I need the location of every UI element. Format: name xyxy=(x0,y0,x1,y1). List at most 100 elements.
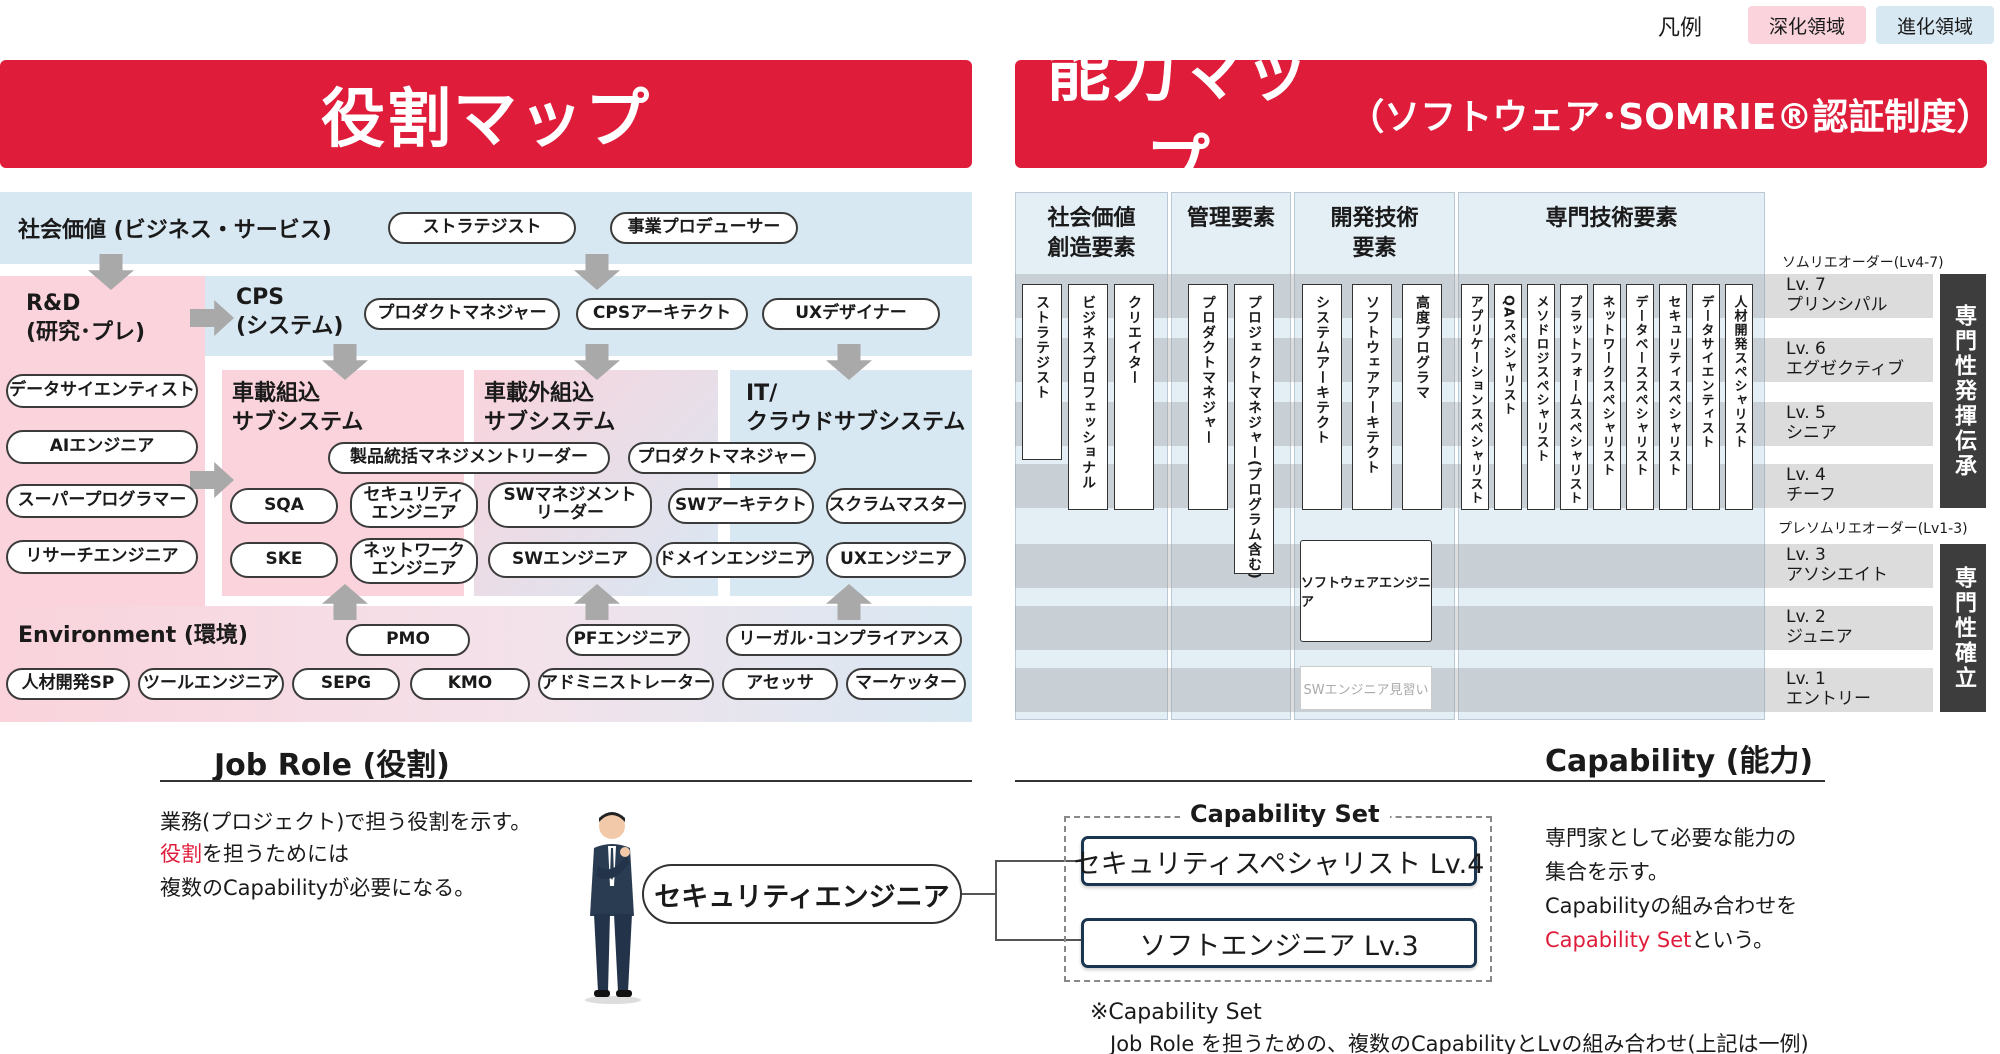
role-ske[interactable]: SKE xyxy=(230,542,338,578)
role-kmo[interactable]: KMO xyxy=(410,668,530,700)
cap-creator[interactable]: クリエイター xyxy=(1114,284,1154,510)
role-scrum-master[interactable]: スクラムマスター xyxy=(826,488,966,524)
capability-map-banner: 能力マップ （ソフトウェア･SOMRIE®認証制度） xyxy=(1015,37,1992,203)
rd-label: R&D (研究･プレ) xyxy=(26,291,146,345)
legend-deep: 深化領域 xyxy=(1748,6,1866,44)
role-marketer[interactable]: マーケッター xyxy=(846,668,966,700)
role-data-scientist[interactable]: データサイエンティスト xyxy=(6,374,198,408)
job-role-title: Job Role (役割) xyxy=(214,748,450,783)
cap-qa-specialist[interactable]: QAスペシャリスト xyxy=(1494,284,1522,510)
level-band xyxy=(1015,668,1933,712)
role-tool-engineer[interactable]: ツールエンジニア xyxy=(138,668,284,700)
cap-strategist[interactable]: ストラテジスト xyxy=(1022,284,1062,460)
header-social-value: 社会価値 創造要素 xyxy=(1047,206,1136,261)
role-ux-engineer[interactable]: UXエンジニア xyxy=(826,542,966,578)
job-role-example[interactable]: セキュリティエンジニア xyxy=(642,864,962,924)
role-legal-compliance[interactable]: リーガル･コンプライアンス xyxy=(726,624,962,656)
role-pmo[interactable]: PMO xyxy=(346,624,470,656)
social-value-label: 社会価値 (ビジネス・サービス) xyxy=(18,218,332,243)
role-map-title: 役割マップ xyxy=(321,83,651,157)
capability-map-title: 能力マップ xyxy=(1046,37,1311,203)
role-pf-engineer[interactable]: PFエンジニア xyxy=(566,624,690,656)
cap-platform-specialist[interactable]: プラットフォームスペシャリスト xyxy=(1560,284,1588,510)
role-assessor[interactable]: アセッサ xyxy=(722,668,838,700)
capability-desc-3: Capabilityの組み合わせを xyxy=(1545,894,1798,918)
header-management: 管理要素 xyxy=(1186,206,1275,231)
cap-advanced-programmer[interactable]: 高度プログラマ xyxy=(1402,284,1442,510)
it-label: IT/ クラウドサブシステム xyxy=(746,381,966,435)
role-ux-designer[interactable]: UXデザイナー xyxy=(762,298,940,330)
somri-order-upper: ソムリエオーダー(Lv4-7) xyxy=(1782,255,1944,271)
role-security-engineer[interactable]: セキュリティ エンジニア xyxy=(350,482,478,528)
role-product-manager-cps[interactable]: プロダクトマネジャー xyxy=(364,298,560,330)
role-network-engineer[interactable]: ネットワーク エンジニア xyxy=(350,538,478,584)
capability-set-item-security[interactable]: セキュリティスペシャリスト Lv.4 xyxy=(1074,836,1484,886)
cap-system-architect[interactable]: システムアーキテクト xyxy=(1302,284,1342,510)
role-map-banner: 役割マップ xyxy=(0,60,972,168)
job-role-desc-1: 業務(プロジェクト)で担う役割を示す。 xyxy=(160,810,532,834)
cap-database-specialist[interactable]: データベーススペシャリスト xyxy=(1626,284,1654,510)
capability-set-title: Capability Set xyxy=(1180,800,1390,828)
expertise-inheritance-bar: 専門性発揮伝承 xyxy=(1940,274,1986,508)
connector-line xyxy=(995,860,1081,862)
role-administrator[interactable]: アドミニストレーター xyxy=(538,668,714,700)
capability-desc-1: 専門家として必要な能力の xyxy=(1545,826,1797,850)
cap-application-specialist[interactable]: アプリケーションスペシャリスト xyxy=(1461,284,1489,510)
incar-label: 車載組込 サブシステム xyxy=(232,381,364,435)
role-product-management-leader[interactable]: 製品統括マネジメントリーダー xyxy=(328,442,610,474)
cap-methodology-specialist[interactable]: メソドロジスペシャリスト xyxy=(1527,284,1555,510)
level-band xyxy=(1015,544,1933,588)
cap-sw-engineer-trainee[interactable]: SWエンジニア見習い xyxy=(1300,666,1432,710)
job-role-desc-3: 複数のCapabilityが必要になる。 xyxy=(160,876,476,900)
cap-business-professional[interactable]: ビジネスプロフェッショナル xyxy=(1068,284,1108,510)
cap-software-engineer[interactable]: ソフトウェアエンジニア xyxy=(1300,540,1432,642)
capability-set-item-software[interactable]: ソフトエンジニア Lv.3 xyxy=(1081,918,1477,968)
role-sw-engineer[interactable]: SWエンジニア xyxy=(488,542,652,578)
header-dev-tech: 開発技術 要素 xyxy=(1330,206,1419,261)
role-product-manager[interactable]: プロダクトマネジャー xyxy=(628,442,816,474)
cap-product-manager[interactable]: プロダクトマネジャー xyxy=(1188,284,1228,510)
legend-evolve: 進化領域 xyxy=(1876,6,1994,44)
role-sw-management-leader[interactable]: SWマネジメント リーダー xyxy=(488,482,652,528)
cap-project-manager[interactable]: プロジェクトマネジャー(プログラム含む) xyxy=(1234,284,1274,580)
role-domain-engineer[interactable]: ドメインエンジニア xyxy=(656,542,814,578)
role-sw-architect[interactable]: SWアーキテクト xyxy=(668,488,814,524)
expertise-establish-bar: 専門性確立 xyxy=(1940,544,1986,712)
capability-title: Capability (能力) xyxy=(1545,744,1814,779)
connector-line xyxy=(995,939,1081,941)
cap-network-specialist[interactable]: ネットワークスペシャリスト xyxy=(1593,284,1621,510)
environment-label: Environment (環境) xyxy=(18,623,248,648)
job-role-divider xyxy=(160,780,972,782)
capability-desc-4: Capability Setという。 xyxy=(1545,928,1775,952)
role-business-producer[interactable]: 事業プロデューサー xyxy=(610,212,798,244)
cap-data-scientist[interactable]: データサイエンティスト xyxy=(1692,284,1720,510)
offcar-label: 車載外組込 サブシステム xyxy=(484,381,616,435)
capability-divider xyxy=(1015,780,1825,782)
business-person-icon xyxy=(585,812,641,1004)
cap-software-architect[interactable]: ソフトウェアアーキテクト xyxy=(1352,284,1392,510)
cps-label: CPS (システム) xyxy=(236,285,344,339)
role-cps-architect[interactable]: CPSアーキテクト xyxy=(576,298,748,330)
cap-hr-development-specialist[interactable]: 人材開発スペシャリスト xyxy=(1725,284,1753,510)
cap-security-specialist[interactable]: セキュリティスペシャリスト xyxy=(1659,284,1687,510)
role-sepg[interactable]: SEPG xyxy=(292,668,400,700)
footnote-title: ※Capability Set xyxy=(1090,1000,1262,1025)
capability-desc-2: 集合を示す。 xyxy=(1545,860,1669,884)
role-super-programmer[interactable]: スーパープログラマー xyxy=(6,484,198,518)
connector-line xyxy=(962,893,996,895)
legend-title: 凡例 xyxy=(1658,16,1703,41)
level-band xyxy=(1015,606,1933,650)
role-strategist[interactable]: ストラテジスト xyxy=(388,212,576,244)
role-sqa[interactable]: SQA xyxy=(230,488,338,524)
footnote-text: Job Role を担うための、複数のCapabilityとLvの組み合わせ(上… xyxy=(1110,1032,1809,1054)
somri-order-lower: プレソムリエオーダー(Lv1-3) xyxy=(1778,521,1968,537)
role-hr-development-sp[interactable]: 人材開発SP xyxy=(6,668,130,700)
role-research-engineer[interactable]: リサーチエンジニア xyxy=(6,540,198,574)
role-ai-engineer[interactable]: AIエンジニア xyxy=(6,430,198,464)
